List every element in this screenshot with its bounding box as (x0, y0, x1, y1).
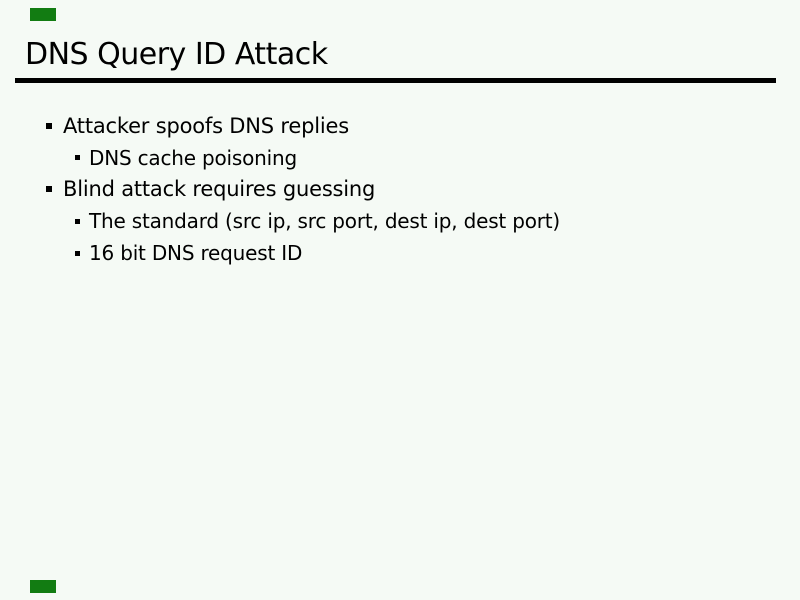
list-item: Attacker spoofs DNS replies (0, 110, 800, 142)
list-item-text: Blind attack requires guessing (63, 177, 376, 202)
list-item-text: Attacker spoofs DNS replies (63, 113, 349, 138)
list-item-text: The standard (src ip, src port, dest ip,… (89, 209, 561, 234)
square-bullet-icon (46, 122, 52, 129)
list-item: The standard (src ip, src port, dest ip,… (0, 205, 800, 237)
title-underline-rule (15, 78, 776, 83)
corner-marker-bottom-left (30, 580, 56, 593)
list-item: Blind attack requires guessing (0, 174, 800, 206)
list-item: 16 bit DNS request ID (0, 237, 800, 269)
square-bullet-icon (46, 186, 52, 193)
corner-marker-top-left (30, 8, 56, 21)
square-bullet-icon (75, 155, 80, 161)
bullet-list: Attacker spoofs DNS replies DNS cache po… (0, 110, 800, 269)
list-item-text: DNS cache poisoning (89, 145, 297, 170)
list-item-text: 16 bit DNS request ID (89, 241, 303, 266)
page-title: DNS Query ID Attack (25, 37, 328, 72)
square-bullet-icon (75, 250, 80, 256)
list-item: DNS cache poisoning (0, 142, 800, 174)
square-bullet-icon (75, 218, 80, 224)
